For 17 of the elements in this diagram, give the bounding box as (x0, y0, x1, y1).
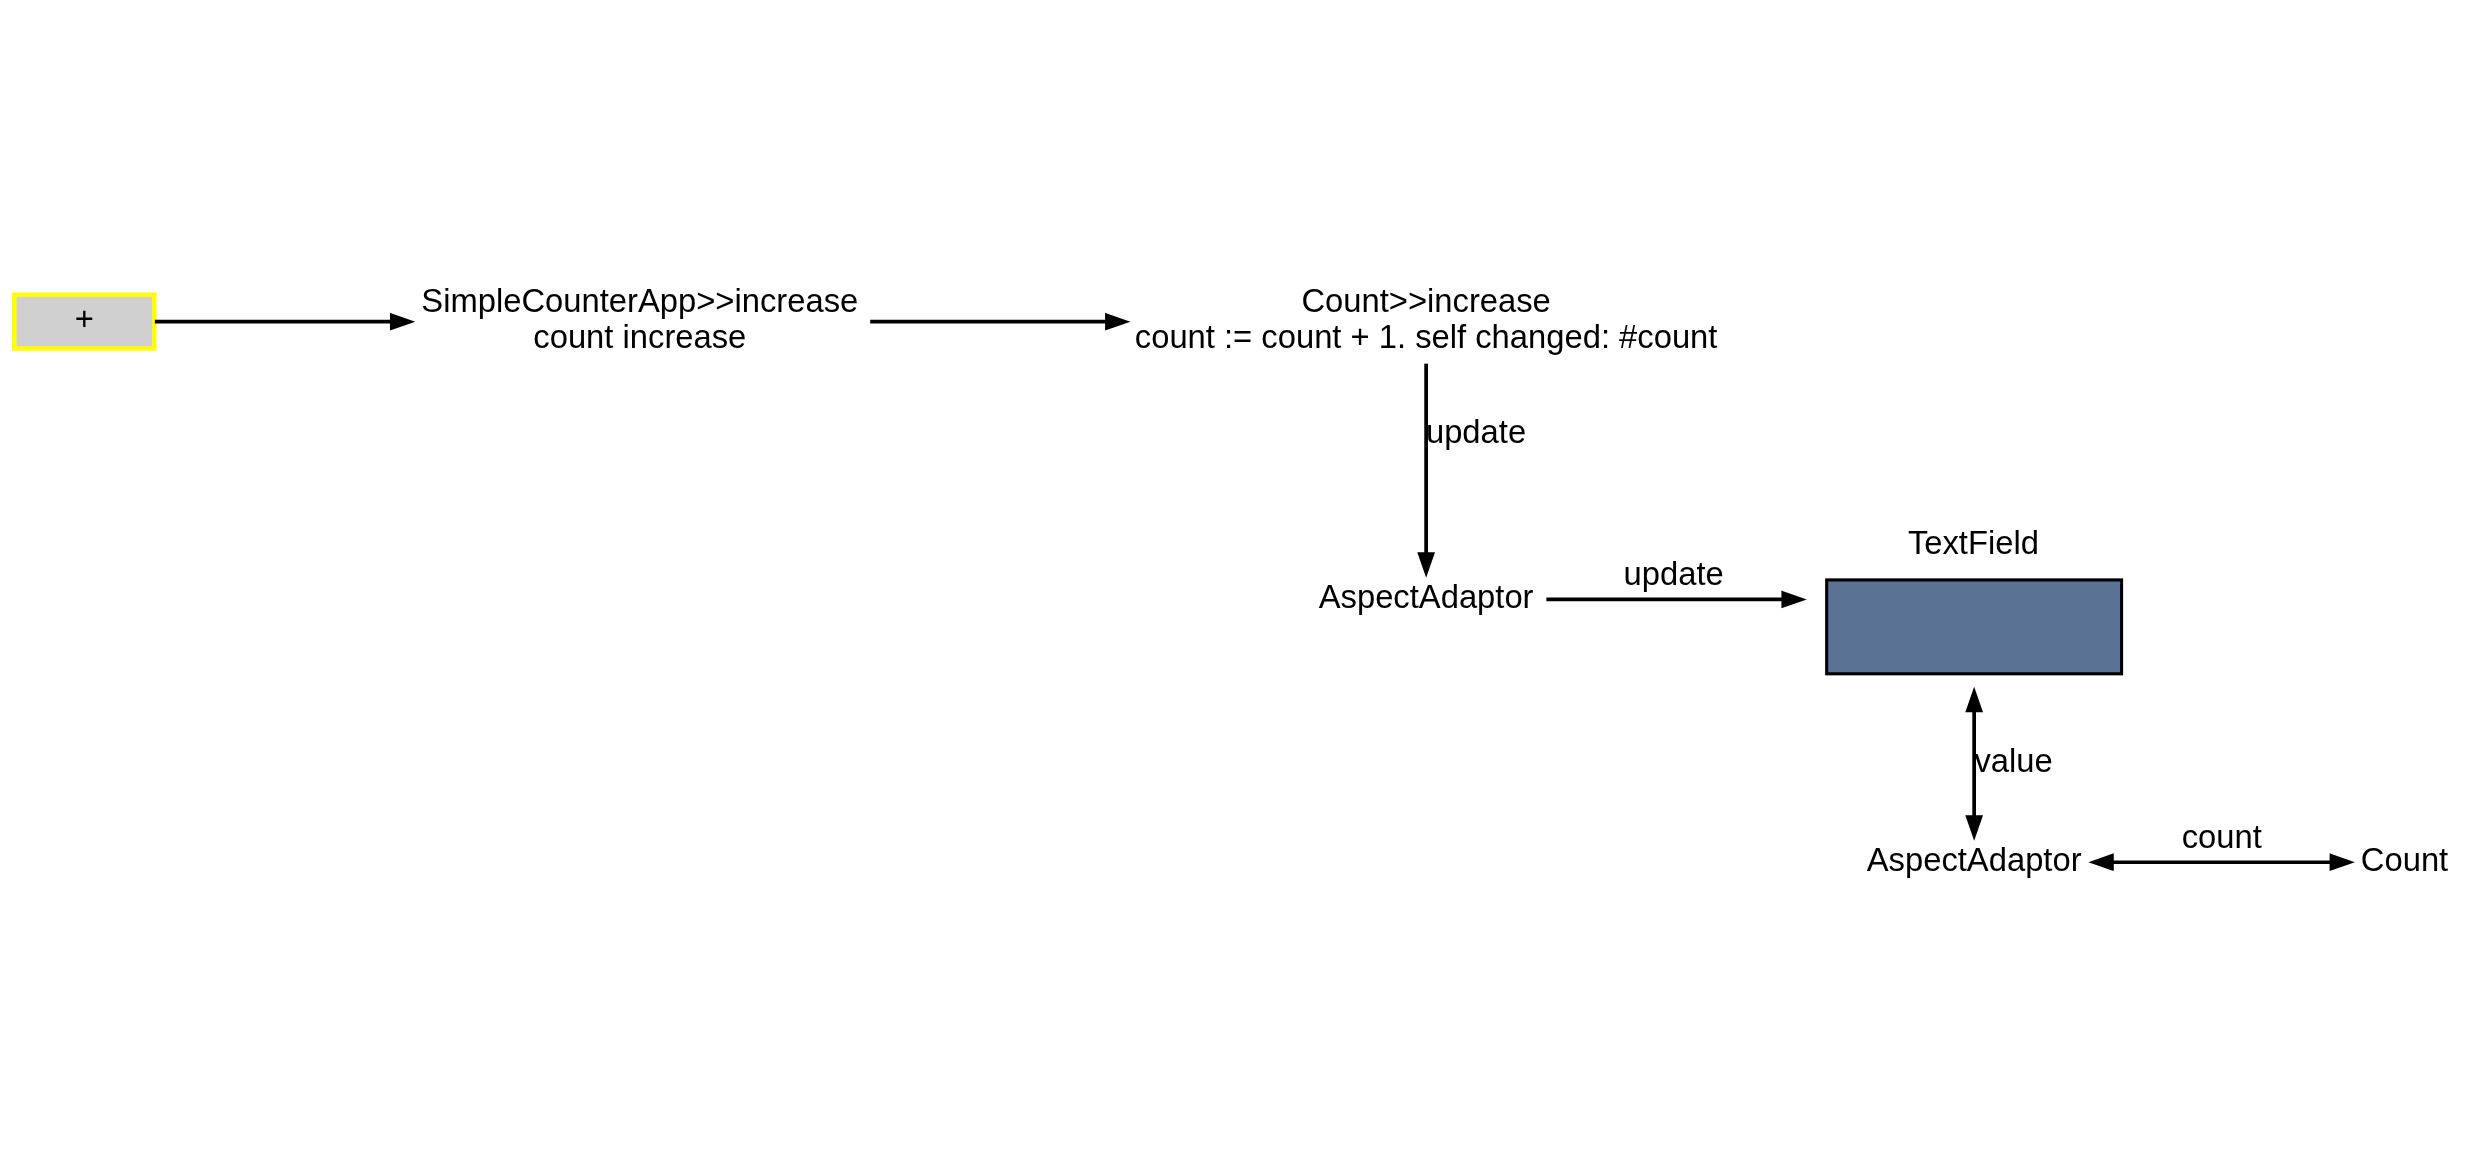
node-text: Count>>increase count := count + 1. self changed: #count (1134, 281, 1718, 355)
edge-label: value (1974, 741, 2053, 779)
node-text: Count (2360, 840, 2449, 878)
node-box: + (12, 292, 157, 351)
edge-label: count (2181, 817, 2262, 855)
node-label: TextField (1907, 523, 2039, 561)
arrow (1546, 590, 1807, 608)
arrow (870, 312, 1131, 331)
node-text: SimpleCounterApp>>increase count increase (421, 281, 859, 355)
arrow (1965, 686, 1984, 841)
arrow (1417, 363, 1435, 578)
edge-label: update (1623, 554, 1724, 592)
node-text: AspectAdaptor (1318, 577, 1534, 615)
node-text: AspectAdaptor (1866, 840, 2082, 878)
arrow (154, 312, 416, 331)
arrow (2088, 852, 2355, 871)
edge-label: update (1425, 412, 1527, 450)
